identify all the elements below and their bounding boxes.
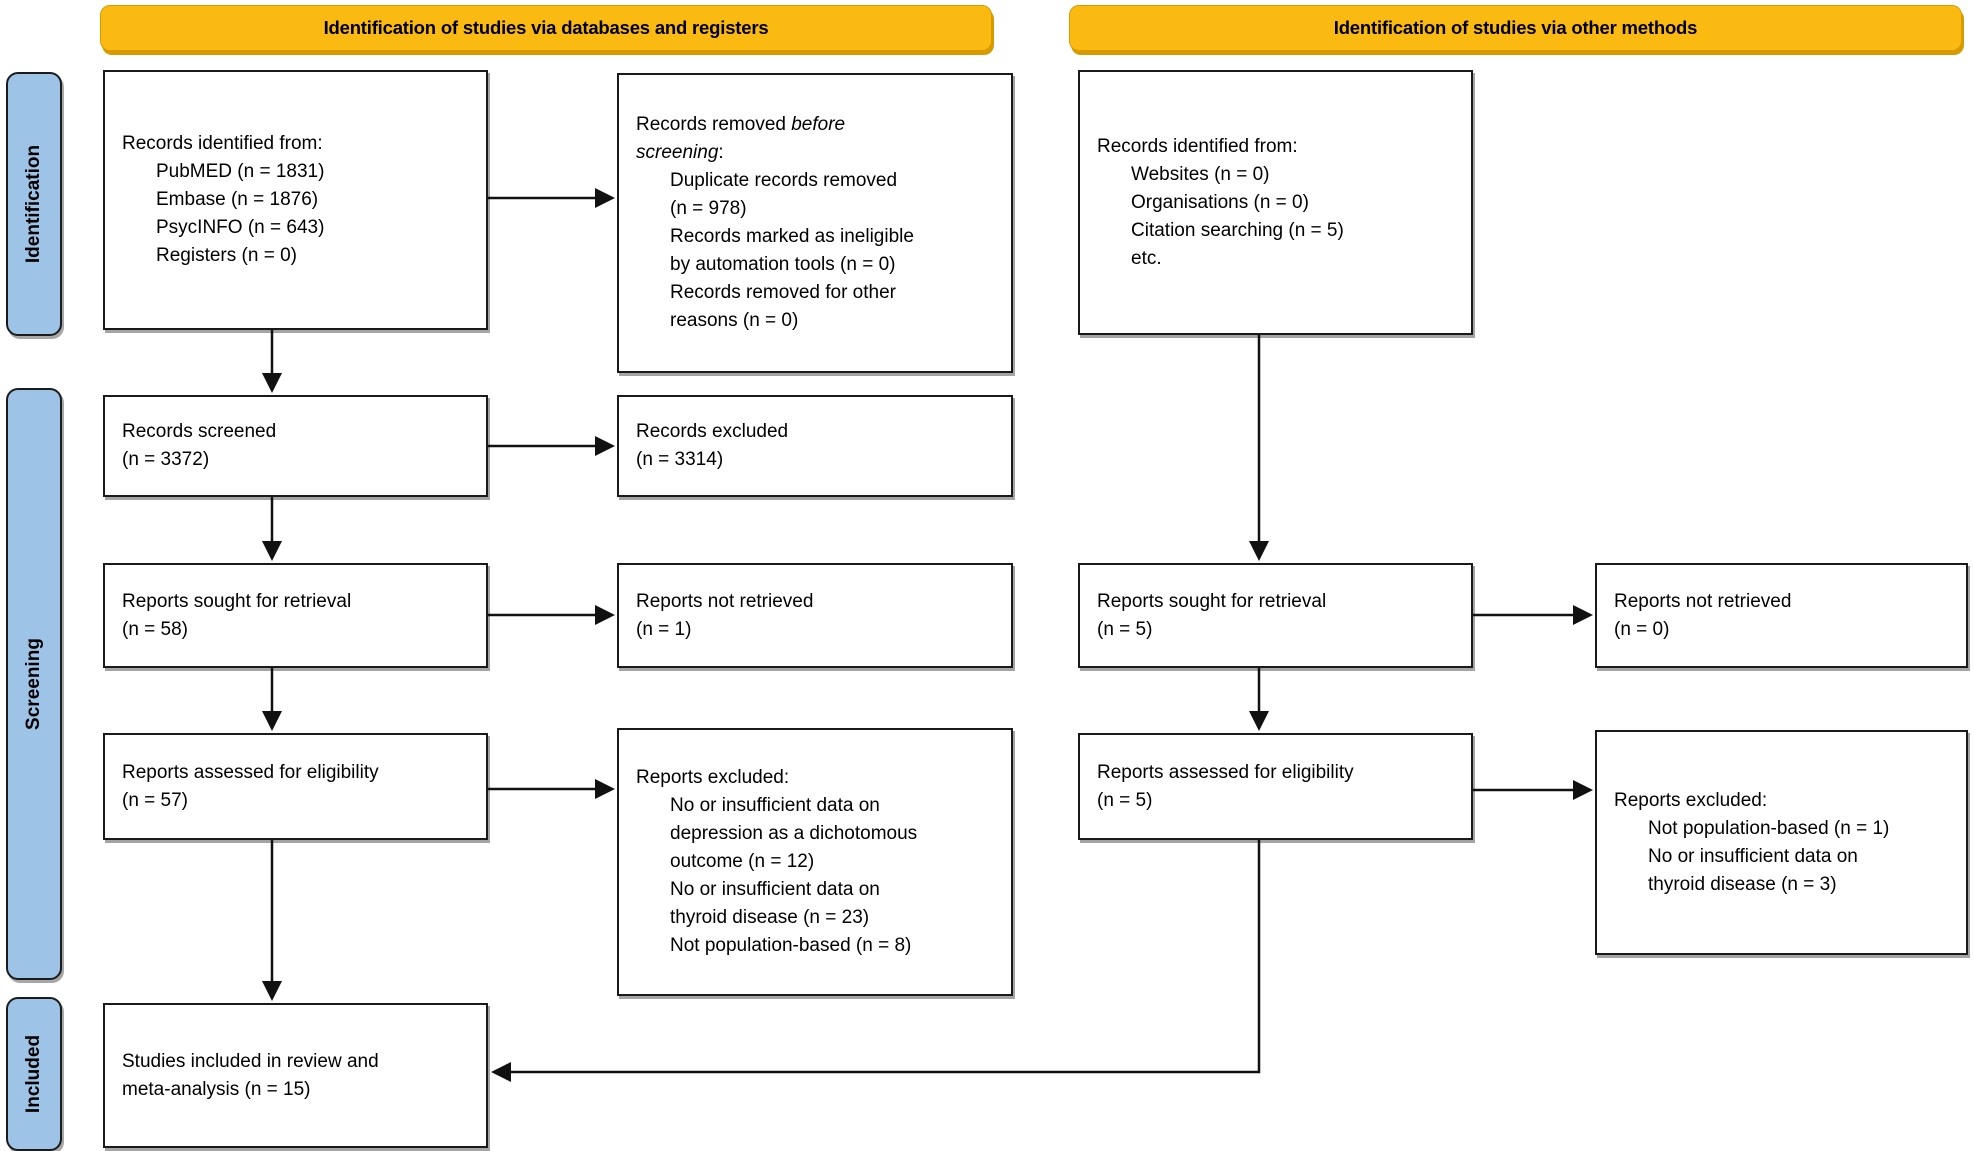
box-text-line: depression as a dichotomous [670, 823, 918, 844]
records-removed-italic: before [791, 114, 846, 135]
box-reports-assessed-other: Reports assessed for eligibility (n = 5) [1078, 733, 1473, 840]
box-records-identified-databases: Records identified from: PubMED (n = 183… [103, 70, 488, 330]
box-reports-excluded-other: Reports excluded: Not population-based (… [1595, 730, 1968, 955]
box-text-line: (n = 5) [1097, 789, 1153, 811]
stage-label-identification: Identification [6, 72, 62, 336]
box-records-excluded: Records excluded (n = 3314) [617, 395, 1013, 497]
banner-databases-registers: Identification of studies via databases … [100, 5, 992, 51]
records-removed-italic: screening [636, 142, 719, 163]
box-text-line: by automation tools (n = 0) [670, 254, 896, 275]
box-records-screened: Records screened (n = 3372) [103, 395, 488, 497]
box-text-line: etc. [1131, 247, 1162, 269]
box-text-line: Duplicate records removed [670, 170, 898, 191]
stage-label-included-text: Included [23, 1034, 44, 1114]
box-text-line: Reports sought for retrieval [122, 590, 352, 612]
box-text-line: (n = 3314) [636, 449, 724, 470]
box-text-line: PubMED (n = 1831) [156, 161, 325, 182]
box-text-line: Not population-based (n = 1) [1648, 817, 1890, 839]
box-text-line: Reports assessed for eligibility [122, 761, 379, 783]
box-text-line: Websites (n = 0) [1131, 163, 1270, 185]
box-text-line: thyroid disease (n = 3) [1648, 873, 1837, 895]
records-removed-roman: Records removed [636, 114, 792, 135]
box-text-line: Reports not retrieved [636, 590, 814, 612]
box-text-line: Organisations (n = 0) [1131, 191, 1309, 213]
box-text-line: Reports excluded: [636, 767, 790, 788]
stage-label-screening: Screening [6, 388, 62, 980]
box-reports-sought-databases: Reports sought for retrieval (n = 58) [103, 563, 488, 668]
stage-label-identification-text: Identification [23, 144, 45, 264]
box-text-line: (n = 978) [670, 198, 747, 219]
box-text-line: (n = 5) [1097, 618, 1153, 640]
box-text-line: Reports not retrieved [1614, 590, 1792, 612]
box-text-line: PsycINFO (n = 643) [156, 217, 325, 238]
box-reports-not-retrieved-other: Reports not retrieved (n = 0) [1595, 563, 1968, 668]
box-records-removed-before-screening: Records removed before screening: Duplic… [617, 73, 1013, 373]
box-text-line: Records removed for other [670, 282, 896, 303]
box-text-line: No or insufficient data on [1648, 845, 1858, 867]
box-text-line: meta-analysis (n = 15) [122, 1078, 311, 1100]
box-text-line: screening: [636, 139, 1001, 167]
box-reports-not-retrieved-databases: Reports not retrieved (n = 1) [617, 563, 1013, 668]
box-text-line: No or insufficient data on [670, 795, 880, 816]
box-text-line: (n = 57) [122, 789, 189, 811]
box-text-line: Embase (n = 1876) [156, 189, 319, 210]
box-text-line: (n = 3372) [122, 449, 210, 470]
box-text-line: Records marked as ineligible [670, 226, 914, 247]
box-text-line: Registers (n = 0) [156, 245, 297, 266]
box-text-line: Citation searching (n = 5) [1131, 219, 1344, 241]
box-text-line: thyroid disease (n = 23) [670, 907, 870, 928]
box-text-line: Records excluded [636, 421, 789, 442]
banner-other-methods: Identification of studies via other meth… [1069, 5, 1962, 51]
box-text-line: Records screened [122, 421, 277, 442]
box-text-line: Reports sought for retrieval [1097, 590, 1327, 612]
box-text-line: Studies included in review and [122, 1050, 379, 1072]
box-text-line: Not population-based (n = 8) [670, 935, 912, 956]
stage-label-included: Included [6, 997, 62, 1151]
box-reports-sought-other: Reports sought for retrieval (n = 5) [1078, 563, 1473, 668]
box-studies-included: Studies included in review and meta-anal… [103, 1003, 488, 1148]
box-text-line: Reports assessed for eligibility [1097, 761, 1354, 783]
box-text-line: Records identified from: [1097, 135, 1298, 157]
box-text-line: Reports excluded: [1614, 789, 1768, 811]
box-reports-assessed-databases: Reports assessed for eligibility (n = 57… [103, 733, 488, 840]
box-text-line: (n = 58) [122, 618, 189, 640]
box-text-line: reasons (n = 0) [670, 310, 799, 331]
box-records-identified-other: Records identified from: Websites (n = 0… [1078, 70, 1473, 335]
box-text-line: (n = 0) [1614, 618, 1670, 640]
records-removed-roman: : [718, 142, 724, 163]
box-text-line: No or insufficient data on [670, 879, 880, 900]
box-reports-excluded-databases: Reports excluded: No or insufficient dat… [617, 728, 1013, 996]
box-text-line: Records removed before [636, 111, 1001, 139]
stage-label-screening-text: Screening [23, 638, 44, 730]
box-text-line: Records identified from: [122, 133, 323, 154]
box-text-line: (n = 1) [636, 618, 692, 640]
box-text-line: outcome (n = 12) [670, 851, 815, 872]
